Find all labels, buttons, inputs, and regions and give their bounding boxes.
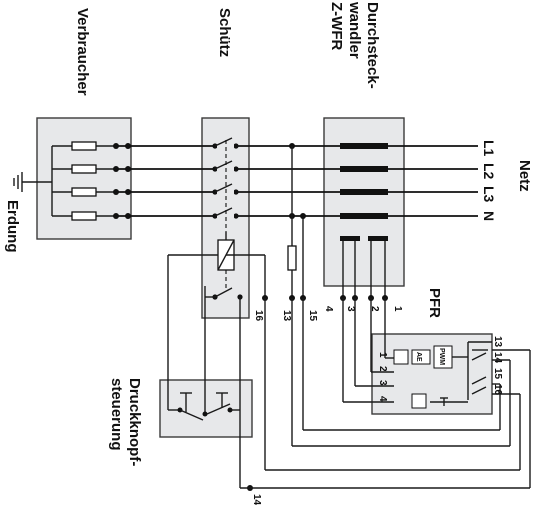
ae-block <box>411 349 431 365</box>
label-l3: L3 <box>481 186 497 203</box>
pfr-pwm-label: PWM <box>438 348 445 365</box>
label-druckknopf-2: steuerung <box>108 378 125 451</box>
resistor-1 <box>71 141 97 151</box>
pfr-box <box>371 333 493 415</box>
terminal-1: 1 <box>392 306 403 312</box>
resistor-4 <box>71 211 97 221</box>
pfr-in-3: 3 <box>377 380 388 386</box>
pfr-in-1: 1 <box>377 352 388 358</box>
pfr-out-14: 14 <box>492 352 503 364</box>
terminal-4: 4 <box>323 306 334 312</box>
pfr-in-2: 2 <box>377 366 388 372</box>
pfr-internals <box>393 341 492 409</box>
pfr-out-15: 15 <box>492 368 503 380</box>
label-erdung: Erdung <box>4 200 21 253</box>
push-buttons <box>177 392 240 421</box>
label-schuetz: Schütz <box>216 8 233 57</box>
wandler-bars <box>340 143 388 298</box>
pfr-in-4: 4 <box>377 396 388 402</box>
pfr-ae-label: AE <box>415 352 422 362</box>
pfr-out-13: 13 <box>492 336 503 348</box>
label-wandler-1: Durchsteck- <box>364 2 381 89</box>
druckknopf-box <box>159 379 253 438</box>
label-wandler-3: Z-WFR <box>328 2 345 50</box>
terminal-3: 3 <box>345 306 356 312</box>
label-verbraucher: Verbraucher <box>74 8 91 96</box>
schuetz-contacts <box>204 137 243 300</box>
terminal-13: 13 <box>281 310 292 322</box>
terminal-2: 2 <box>369 306 380 312</box>
bus-lines <box>116 145 478 217</box>
label-druckknopf-1: Druckknopf- <box>126 378 143 466</box>
label-l1: L1 <box>481 140 497 157</box>
terminal-15: 15 <box>307 310 318 322</box>
terminal-16: 16 <box>253 310 264 322</box>
resistor-2 <box>71 164 97 174</box>
resistor-3 <box>71 187 97 197</box>
consumer-loads <box>51 141 131 221</box>
fuse <box>287 245 297 271</box>
label-pfr: PFR <box>426 288 443 318</box>
control-wiring <box>167 146 531 491</box>
terminal-14: 14 <box>251 494 262 506</box>
label-n: N <box>481 211 497 221</box>
pfr-out-16: 16 <box>492 384 503 396</box>
label-netz: Netz <box>516 160 533 192</box>
verbraucher-box <box>36 117 132 240</box>
label-wandler-2: wandler <box>346 1 363 59</box>
label-l2: L2 <box>481 163 497 180</box>
earth-symbol <box>13 172 52 192</box>
